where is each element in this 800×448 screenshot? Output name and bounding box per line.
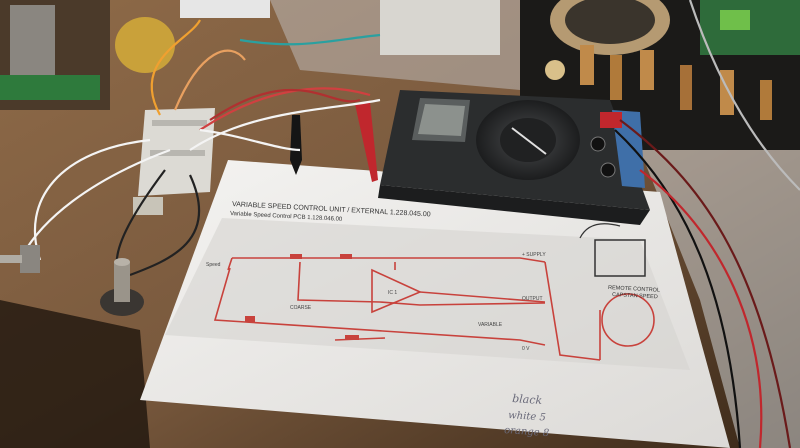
schematic-subheading: Variable Speed Control PCB 1.128.046.00 [230, 211, 343, 223]
label-variable: VARIABLE [478, 322, 503, 328]
desk-shadow [0, 300, 150, 448]
bubble-wrap [640, 140, 800, 448]
jack-com [590, 136, 606, 152]
jack-v [600, 162, 616, 178]
handwritten-line-1: black [512, 392, 543, 407]
solder-sponge [115, 17, 175, 73]
potentiometer [100, 258, 144, 316]
label-supply: + SUPPLY [522, 252, 546, 258]
label-ic: IC 1 [388, 290, 397, 296]
relay [10, 5, 55, 75]
multimeter-label-strip [612, 110, 645, 188]
connector-block [133, 197, 163, 215]
schematic-resistors [245, 254, 359, 340]
toggle-switch [0, 245, 40, 273]
remote-label-1: REMOTE CONTROL [608, 285, 660, 294]
breadboard [138, 108, 215, 196]
remote-connector-symbol [594, 239, 646, 277]
wires [19, 0, 800, 448]
white-box [180, 0, 270, 18]
multimeter [378, 90, 650, 225]
black-probe [290, 115, 302, 175]
schematic-traces [213, 257, 655, 361]
label-zero: 0 V [522, 346, 530, 352]
label-output: OUTPUT [522, 296, 543, 302]
red-probe-plug [600, 112, 622, 128]
dial-pointer [511, 127, 547, 155]
label-speed: Speed [206, 262, 221, 268]
handwritten-line-3: orange 8 [504, 425, 550, 439]
handwritten-line-2: white 5 [508, 410, 546, 424]
red-probe [355, 102, 378, 182]
remote-label-2: CAPSTAN SPEED [612, 292, 658, 300]
equipment-panel [380, 0, 500, 55]
label-coarse: COARSE [290, 305, 312, 311]
